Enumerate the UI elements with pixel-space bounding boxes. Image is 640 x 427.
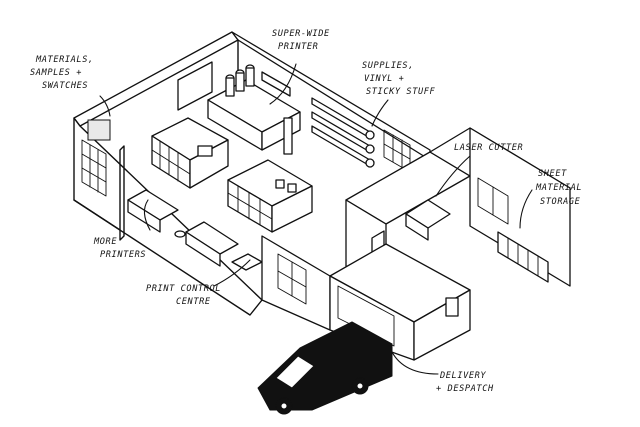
label-control-2: CENTRE bbox=[176, 297, 211, 307]
left-window bbox=[81, 119, 111, 197]
super-wide-printer bbox=[207, 64, 301, 155]
delivery-bay bbox=[329, 243, 471, 361]
more-printers bbox=[127, 189, 263, 271]
label-materials-2: SAMPLES + bbox=[30, 68, 82, 78]
label-more-1: MORE bbox=[93, 237, 117, 247]
label-supplies-2: VINYL + bbox=[364, 74, 404, 84]
delivery-van bbox=[257, 321, 393, 415]
annotation-arrows bbox=[99, 63, 533, 375]
label-supplies-3: STICKY STUFF bbox=[366, 87, 436, 97]
wall-board bbox=[177, 61, 213, 111]
label-sheet-2: MATERIAL bbox=[535, 183, 582, 193]
supply-rolls bbox=[311, 97, 375, 168]
label-sheet-3: STORAGE bbox=[540, 197, 581, 207]
label-supplies-1: SUPPLIES, bbox=[362, 61, 414, 71]
materials-shelving bbox=[151, 117, 229, 189]
print-control-centre bbox=[261, 235, 331, 331]
label-delivery-1: DELIVERY bbox=[439, 371, 486, 381]
work-table bbox=[227, 159, 313, 233]
label-laser: LASER CUTTER bbox=[454, 143, 523, 153]
label-materials-1: MATERIALS, bbox=[35, 55, 94, 65]
label-control-1: PRINT CONTROL bbox=[146, 284, 221, 294]
label-printer-1: SUPER-WIDE bbox=[272, 29, 330, 39]
label-more-2: PRINTERS bbox=[100, 250, 146, 260]
label-delivery-2: + DESPATCH bbox=[436, 384, 494, 394]
label-printer-2: PRINTER bbox=[278, 42, 318, 52]
label-materials-3: SWATCHES bbox=[42, 81, 88, 91]
sheet-storage-room bbox=[429, 127, 571, 287]
label-sheet-1: SHEET bbox=[538, 169, 567, 179]
main-hall bbox=[73, 31, 431, 316]
